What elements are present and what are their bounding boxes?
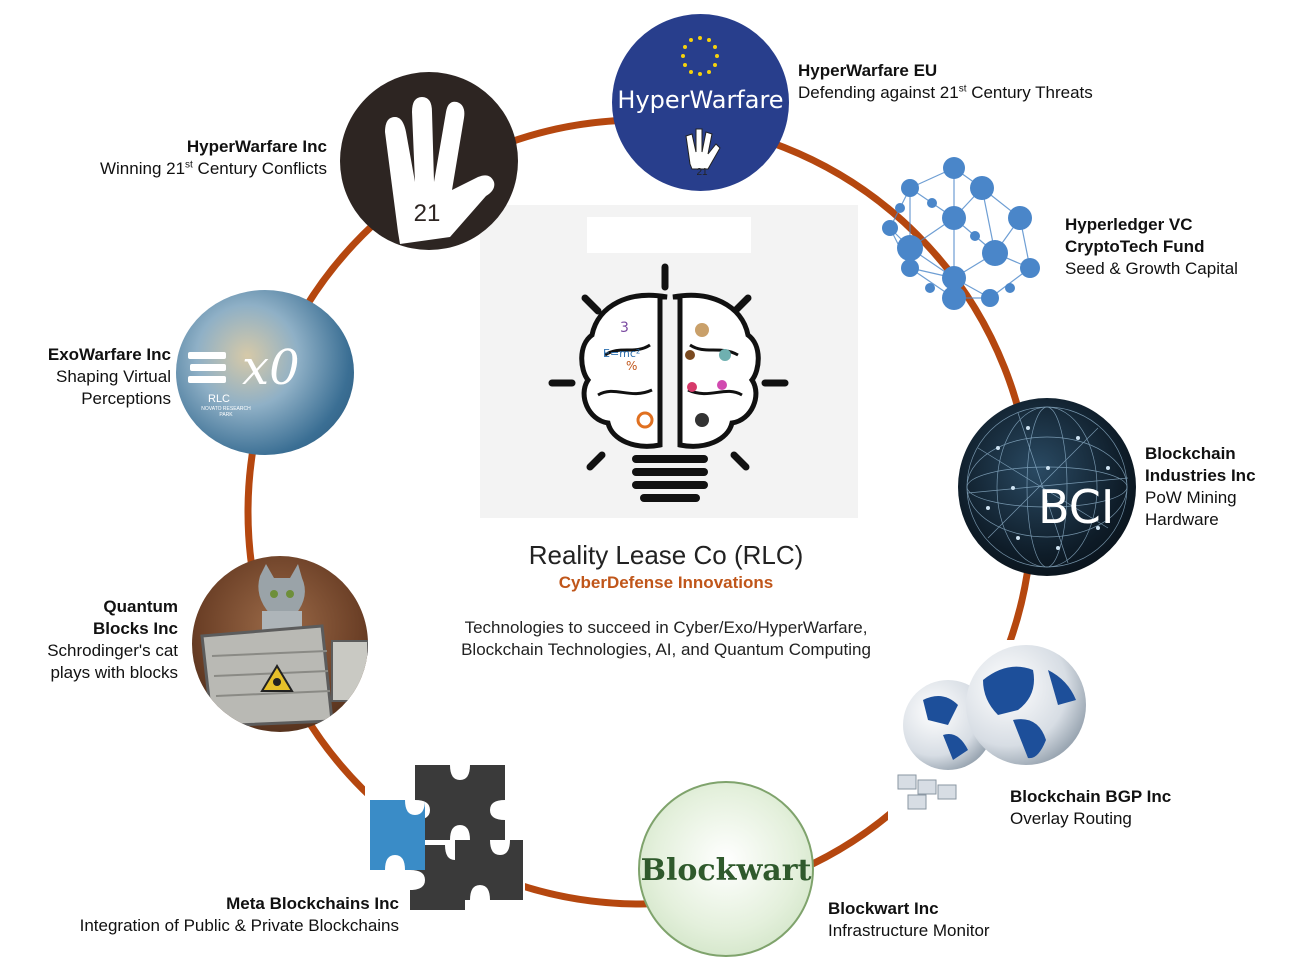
exowarfare-desc-line1: Shaping Virtual <box>56 367 171 386</box>
bgp-label: Blockchain BGP Inc Overlay Routing <box>1010 786 1171 830</box>
exowarfare-logo-text: x0 <box>242 340 300 396</box>
blockwart-desc: Infrastructure Monitor <box>828 921 990 940</box>
hyperwarfare-eu-label: HyperWarfare EU Defending against 21st C… <box>798 60 1093 104</box>
hyperwarfare-inc-name: HyperWarfare Inc <box>186 137 327 156</box>
bci-desc-line2: Hardware <box>1145 510 1219 529</box>
quantum-desc-line1: Schrodinger's cat <box>47 641 178 660</box>
meta-name: Meta Blockchains Inc <box>226 894 399 913</box>
hyperledger-network-icon <box>870 148 1050 328</box>
puzzle-pieces-icon <box>370 765 523 910</box>
hyperwarfare-inc-label: HyperWarfare Inc Winning 21st Century Co… <box>40 136 327 180</box>
bci-name-line1: Blockchain <box>1145 444 1236 463</box>
meta-label: Meta Blockchains Inc Integration of Publ… <box>10 893 399 937</box>
meta-desc: Integration of Public & Private Blockcha… <box>79 916 399 935</box>
hyperledger-desc: Seed & Growth Capital <box>1065 259 1238 278</box>
exowarfare-logo-tiny: NOVATO RESEARCH PARK <box>201 406 251 418</box>
center-description-line1: Technologies to succeed in Cyber/Exo/Hyp… <box>464 618 868 637</box>
exowarfare-label: ExoWarfare Inc Shaping Virtual Perceptio… <box>10 344 171 410</box>
bgp-desc: Overlay Routing <box>1010 809 1132 828</box>
bci-logo-text: BCI <box>1038 480 1115 534</box>
bgp-name: Blockchain BGP Inc <box>1010 787 1172 806</box>
center-subtitle: CyberDefense Innovations <box>558 573 774 592</box>
hyperledger-label: Hyperledger VC CryptoTech Fund Seed & Gr… <box>1065 214 1238 280</box>
bci-globe-network-icon <box>966 406 1129 568</box>
bci-desc-line1: PoW Mining <box>1145 488 1237 507</box>
quantum-desc-line2: plays with blocks <box>50 663 178 682</box>
quantum-name-line2: Blocks Inc <box>92 619 178 638</box>
brain-number-label: 3 <box>620 320 629 336</box>
blockwart-logo-text: Blockwart <box>640 853 812 888</box>
brain-lightbulb-icon: 3 E=mc² % <box>548 263 789 502</box>
hyperledger-name-line1: Hyperledger VC <box>1065 215 1193 234</box>
brain-percent-label: % <box>626 359 637 373</box>
bgp-globes-image <box>888 640 1088 825</box>
cat-in-box-icon <box>200 564 368 728</box>
blockwart-name: Blockwart Inc <box>828 899 939 918</box>
vulcan-salute-icon <box>385 97 495 244</box>
exowarfare-logo-small: RLC <box>208 393 231 405</box>
hyperwarfare-eu-name: HyperWarfare EU <box>798 61 938 80</box>
quantum-name-line1: Quantum <box>103 597 178 616</box>
hyperwarfare-inc-badge: 21 <box>413 200 441 227</box>
brain-formula-label: E=mc² <box>603 347 640 360</box>
meta-puzzle-image <box>365 760 525 915</box>
bci-label: Blockchain Industries Inc PoW Mining Har… <box>1145 443 1256 531</box>
hyperwarfare-eu-badge: 21 <box>696 167 708 178</box>
bci-name-line2: Industries Inc <box>1145 466 1256 485</box>
eu-stars-icon <box>681 36 721 170</box>
blockwart-logo: Blockwart <box>638 781 814 957</box>
hyperwarfare-eu-logo: HyperWarfare 21 <box>612 14 789 191</box>
hyperwarfare-eu-logo-text: HyperWarfare <box>617 86 784 114</box>
exowarfare-logo: x0 RLC NOVATO RESEARCH PARK <box>176 290 354 455</box>
hyperwarfare-inc-logo: 21 <box>340 72 518 250</box>
exowarfare-name: ExoWarfare Inc <box>47 345 171 364</box>
image-blank-patch <box>587 217 751 253</box>
center-description-line2: Blockchain Technologies, AI, and Quantum… <box>461 640 871 659</box>
center-title: Reality Lease Co (RLC) <box>528 540 804 570</box>
hyperledger-name-line2: CryptoTech Fund <box>1065 237 1205 256</box>
hyperwarfare-inc-desc: Winning 21st Century Conflicts <box>99 159 327 178</box>
hyperwarfare-eu-desc: Defending against 21st Century Threats <box>798 83 1093 102</box>
puzzle-globes-icon <box>897 645 1086 810</box>
quantum-label: Quantum Blocks Inc Schrodinger's cat pla… <box>10 596 178 684</box>
exowarfare-desc-line2: Perceptions <box>81 389 171 408</box>
quantum-blocks-image <box>192 556 368 732</box>
exo-stripes-icon <box>188 352 226 383</box>
bci-logo: BCI <box>958 398 1136 576</box>
blockwart-label: Blockwart Inc Infrastructure Monitor <box>828 898 990 942</box>
brain-bulb-image: 3 E=mc² % <box>480 205 858 518</box>
